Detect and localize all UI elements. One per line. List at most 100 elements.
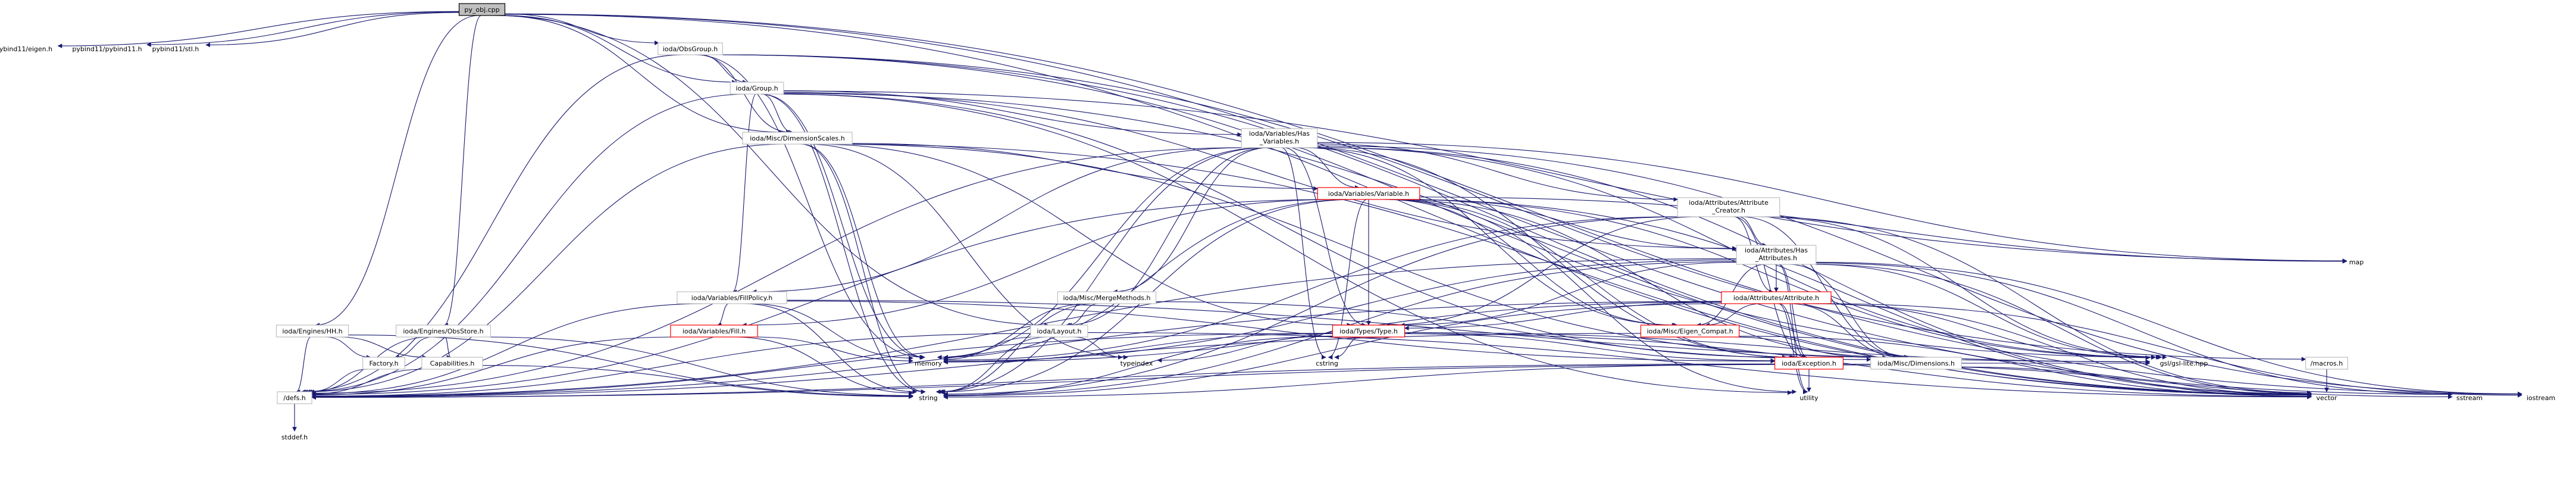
edge-factory-to-defs — [309, 369, 369, 394]
edge-attcreator-to-hasatts — [1738, 216, 1767, 248]
node-box — [458, 3, 506, 16]
node-box — [677, 291, 787, 304]
graph-node-macros[interactable]: /macros.h — [2305, 357, 2348, 370]
node-label: pybind11/pybind11.h — [72, 45, 142, 53]
edge-obsstore-to-factory — [394, 336, 433, 360]
graph-node-layout[interactable]: ioda/Layout.h — [1030, 324, 1088, 338]
edge-layout-to-defs — [311, 333, 1031, 399]
edge-mergemethods-to-dimensions — [1156, 301, 1871, 362]
node-label: pybind11/eigen.h — [0, 45, 52, 53]
edge-obsgroup-to-group — [700, 54, 747, 85]
graph-node-dimscales[interactable]: ioda/Misc/DimensionScales.h — [742, 132, 853, 145]
edge-root-to-obsstore — [443, 15, 482, 327]
edge-fillpolicy-to-fill — [716, 303, 729, 327]
graph-node-eigencompat[interactable]: ioda/Misc/Eigen_Compat.h — [1640, 324, 1740, 338]
edge-hasatts-to-exception — [1779, 264, 1808, 360]
edge-group-to-map — [783, 91, 2347, 264]
graph-node-obsgroup[interactable]: ioda/ObsGroup.h — [658, 42, 723, 55]
edge-root-to-obsgroup — [505, 13, 659, 45]
edge-eigencompat-to-vector — [1739, 336, 2312, 399]
node-box — [1677, 197, 1780, 217]
edge-hasvars-to-type — [1284, 147, 1367, 327]
graph-node-vector: vector — [2317, 394, 2337, 402]
graph-node-defs[interactable]: /defs.h — [277, 391, 312, 404]
graph-node-hasvars[interactable]: ioda/Variables/Has_Variables.h — [1241, 128, 1318, 148]
node-label: ioda/Variables/Variable.h — [1328, 190, 1409, 198]
edge-fillpolicy-to-exception — [787, 301, 1776, 364]
node-label: ioda/Attributes/Attribute — [1689, 199, 1769, 207]
edge-group-to-fillpolicy — [732, 93, 757, 294]
node-label: _Creator.h — [1711, 207, 1745, 214]
graph-node-hasatts[interactable]: ioda/Attributes/Has_Attributes.h — [1736, 245, 1817, 265]
graph-node-obsstore[interactable]: ioda/Engines/ObsStore.h — [395, 324, 492, 338]
graph-node-exception[interactable]: ioda/Exception.h — [1774, 357, 1844, 370]
edge-hasatts-to-defs — [311, 258, 1737, 399]
node-label: typeindex — [1120, 360, 1153, 367]
graph-node-fill[interactable]: ioda/Variables/Fill.h — [670, 324, 758, 338]
node-box — [1057, 291, 1157, 304]
node-label: ioda/Types/Type.h — [1339, 327, 1398, 335]
graph-node-map: map — [2349, 258, 2364, 266]
graph-node-stddef: stddef.h — [281, 433, 308, 441]
graph-node-factory[interactable]: Factory.h — [362, 357, 405, 370]
node-label: ioda/Attributes/Has — [1745, 246, 1808, 254]
edge-variable-to-hasatts — [1408, 199, 1737, 251]
edge-root-to-group — [502, 15, 737, 85]
edge-attcreator-to-string — [943, 216, 1689, 397]
edge-attribute-to-type — [1404, 301, 1721, 330]
edge-attcreator-to-gsl — [1756, 216, 2167, 360]
edge-hasvars-to-memory — [937, 147, 1265, 360]
node-label: Capabilities.h — [430, 360, 475, 367]
node-label: ioda/Group.h — [735, 85, 778, 92]
edge-attcreator-to-dimensions — [1740, 216, 1910, 360]
edge-attribute-to-gsl — [1813, 303, 2151, 360]
edge-dimscales-to-typeindex — [806, 143, 1128, 360]
graph-node-hh[interactable]: ioda/Engines/HH.h — [276, 324, 349, 338]
node-label: sstream — [2456, 394, 2483, 402]
edge-capabilities-to-string — [483, 365, 913, 399]
node-box — [276, 324, 349, 338]
graph-node-attribute[interactable]: ioda/Attributes/Attribute.h — [1721, 291, 1832, 304]
edge-group-to-vector — [783, 93, 2312, 397]
node-label: iostream — [2527, 394, 2555, 402]
graph-node-group[interactable]: ioda/Group.h — [730, 82, 784, 95]
edge-layout-to-memory — [943, 336, 1035, 362]
node-label: ioda/Variables/Fill.h — [683, 327, 746, 335]
node-label: /macros.h — [2311, 360, 2343, 367]
node-box — [670, 324, 758, 338]
edge-variable-to-fill — [741, 199, 1341, 327]
edge-obsgroup-to-defs — [301, 54, 684, 394]
node-label: ioda/Engines/HH.h — [282, 327, 342, 335]
edge-obsstore-to-string — [486, 336, 913, 398]
node-label: gsl/gsl-lite.hpp — [2160, 360, 2208, 367]
node-label: ioda/Misc/Eigen_Compat.h — [1647, 327, 1733, 335]
edge-hh-to-string — [348, 335, 913, 399]
graph-node-memory: memory — [915, 360, 942, 367]
edge-variable-to-defs — [311, 199, 1338, 397]
edge-hasatts-to-type — [1400, 261, 1737, 327]
graph-node-pybind11: pybind11/pybind11.h — [72, 45, 142, 53]
edge-mergemethods-to-layout — [1067, 303, 1098, 327]
edge-attcreator-to-type — [1385, 216, 1701, 327]
graph-node-dimensions[interactable]: ioda/Misc/Dimensions.h — [1870, 357, 1962, 370]
graph-node-mergemethods[interactable]: ioda/Misc/MergeMethods.h — [1057, 291, 1157, 304]
graph-node-attcreator[interactable]: ioda/Attributes/Attribute_Creator.h — [1677, 197, 1780, 217]
edge-dimscales-to-string — [800, 143, 926, 394]
node-box — [1030, 324, 1088, 338]
edge-hasvars-to-layout — [1065, 147, 1269, 327]
graph-node-fillpolicy[interactable]: ioda/Variables/FillPolicy.h — [677, 291, 787, 304]
node-box — [1640, 324, 1740, 338]
node-box — [1317, 187, 1420, 200]
graph-node-utility: utility — [1799, 394, 1818, 402]
node-label: ioda/Attributes/Attribute.h — [1733, 294, 1819, 302]
graph-node-root[interactable]: py_obj.cpp — [458, 3, 506, 16]
node-label: stddef.h — [281, 433, 308, 441]
graph-node-capabilities[interactable]: Capabilities.h — [421, 357, 483, 370]
edge-group-to-memory — [760, 93, 925, 360]
graph-node-gsl: gsl/gsl-lite.hpp — [2160, 360, 2208, 367]
edge-hasvars-to-mergemethods — [1113, 147, 1269, 294]
graph-node-variable[interactable]: ioda/Variables/Variable.h — [1317, 187, 1420, 200]
graph-node-type[interactable]: ioda/Types/Type.h — [1332, 324, 1406, 338]
edge-hasvars-to-exception — [1301, 147, 1796, 360]
edge-mergemethods-to-memory — [943, 303, 1091, 360]
